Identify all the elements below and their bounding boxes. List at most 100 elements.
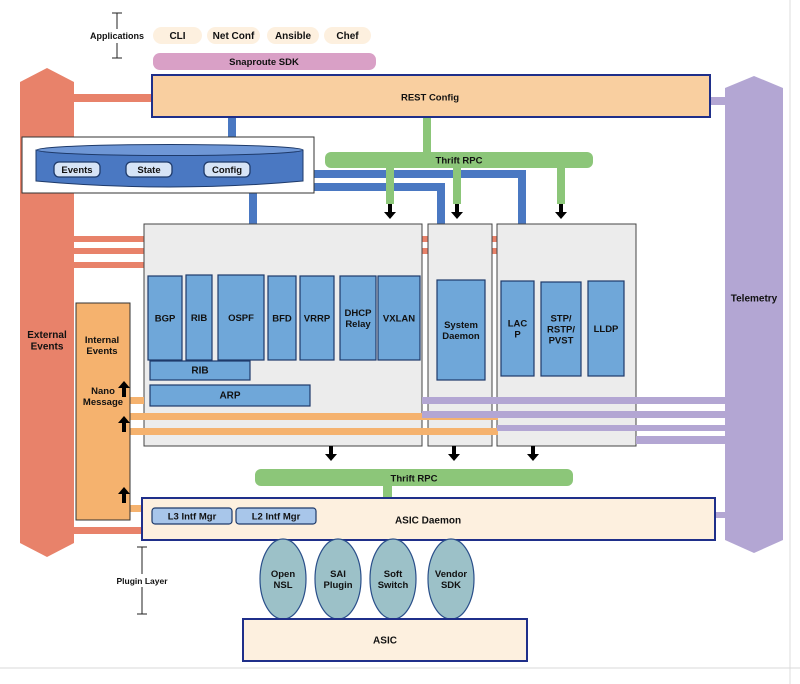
- thrift-drop-2: [453, 168, 461, 204]
- db-blue-h2: [314, 183, 445, 191]
- app-3: [324, 27, 371, 44]
- arrow-nano-up-1: [118, 381, 130, 388]
- arrow-routing-thrift-shaft: [329, 446, 333, 455]
- routing-module-3: [267, 275, 297, 361]
- routing-module-6: [377, 275, 421, 361]
- system-daemon: [436, 279, 486, 381]
- rib-bar: [149, 360, 251, 381]
- l2-module-1-label: STP/RSTP/PVST: [547, 313, 575, 346]
- orange-line-asic: [130, 505, 144, 512]
- routing-module-4-label: VRRP: [304, 313, 331, 324]
- ext-to-rest-line: [74, 94, 152, 102]
- telemetry-line-2: [422, 411, 727, 418]
- rest-to-thrift-line: [423, 117, 431, 153]
- asic-box: [242, 618, 528, 662]
- app-3-label: Chef: [336, 31, 359, 42]
- db-item-2-label: Config: [212, 165, 242, 176]
- l2-module-2-label: LLDP: [594, 324, 619, 335]
- arrow-nano-up-3: [118, 487, 130, 494]
- db-item-1: [125, 161, 173, 178]
- routing-module-5: [339, 275, 377, 361]
- rest-config-label: REST Config: [401, 92, 459, 103]
- l2-module-1: [540, 281, 582, 377]
- l2-module-0: [500, 280, 535, 377]
- intf-mgr-0-label: L3 Intf Mgr: [168, 511, 217, 522]
- app-2-label: Ansible: [275, 31, 312, 42]
- snaproute-sdk: [153, 53, 376, 70]
- arrow-l2-thrift: [527, 454, 539, 461]
- thrift-rpc-bottom-label: Thrift RPC: [391, 473, 438, 484]
- thrift-drop-3: [557, 168, 565, 204]
- routing-module-1: [185, 274, 213, 361]
- routing-module-4: [299, 275, 335, 361]
- arrow-l2-thrift-shaft: [531, 446, 535, 455]
- app-1: [207, 27, 260, 44]
- arrow-nano-up-2-shaft: [122, 422, 126, 432]
- orange-line-1: [130, 413, 498, 420]
- telemetry-line-3: [497, 425, 727, 431]
- arrow-thrift-routing-shaft: [388, 204, 392, 213]
- db-blue-h1: [314, 170, 526, 178]
- db-blue-v3: [249, 188, 257, 225]
- orange-line-stub-1: [130, 397, 144, 404]
- thrift-rpc-top-label: Thrift RPC: [436, 155, 483, 166]
- database-top: [36, 144, 304, 156]
- asic-label: ASIC: [373, 636, 397, 647]
- arrow-nano-up-2: [118, 416, 130, 423]
- db-item-2: [203, 161, 251, 178]
- app-0-label: CLI: [169, 31, 185, 42]
- thrift-rpc-bottom: [255, 469, 573, 486]
- telemetry-bar: [725, 76, 783, 553]
- asic-daemon-label: ASIC Daemon: [395, 516, 461, 527]
- arrow-system-thrift: [448, 454, 460, 461]
- db-item-0: [53, 161, 101, 178]
- arrow-routing-thrift: [325, 454, 337, 461]
- arrow-nano-up-1-shaft: [122, 387, 126, 397]
- plugin-layer-label: Plugin Layer: [116, 576, 168, 586]
- ext-line-3: [74, 262, 146, 268]
- db-blue-v1: [518, 170, 526, 226]
- rib-bar-label: RIB: [191, 366, 208, 377]
- ext-to-asic-line: [74, 527, 142, 534]
- db-item-0-label: Events: [61, 165, 92, 176]
- orange-line-2: [130, 428, 498, 435]
- thrift-rpc-top: [325, 152, 593, 168]
- rest-to-db-line: [228, 117, 236, 143]
- arrow-nano-up-3-shaft: [122, 493, 126, 503]
- routing-module-0-label: BGP: [155, 313, 176, 324]
- app-2: [267, 27, 319, 44]
- db-item-1-label: State: [137, 165, 160, 176]
- rest-config: [151, 74, 711, 118]
- apps-label-bg: [86, 29, 146, 43]
- applications-label: Applications: [90, 31, 144, 41]
- routing-module-1-label: RIB: [191, 313, 208, 324]
- arrow-thrift-system: [451, 212, 463, 219]
- arrow-thrift-system-shaft: [455, 204, 459, 213]
- internal-events-box: [75, 302, 131, 521]
- routing-module-0: [147, 275, 183, 361]
- snaproute-sdk-label: Snaproute SDK: [229, 57, 299, 68]
- arrow-thrift-routing: [384, 212, 396, 219]
- app-0: [153, 27, 202, 44]
- routing-module-2: [217, 274, 265, 361]
- db-blue-v2: [437, 183, 445, 225]
- routing-module-6-label: VXLAN: [383, 313, 415, 324]
- app-1-label: Net Conf: [213, 31, 255, 42]
- arrow-system-thrift-shaft: [452, 446, 456, 455]
- arrow-thrift-l2: [555, 212, 567, 219]
- arp-bar: [149, 384, 311, 407]
- telemetry-line-1: [422, 397, 727, 404]
- thrift-to-asic-line: [383, 486, 392, 498]
- telemetry-line-4: [636, 436, 727, 444]
- arp-bar-label: ARP: [219, 391, 240, 402]
